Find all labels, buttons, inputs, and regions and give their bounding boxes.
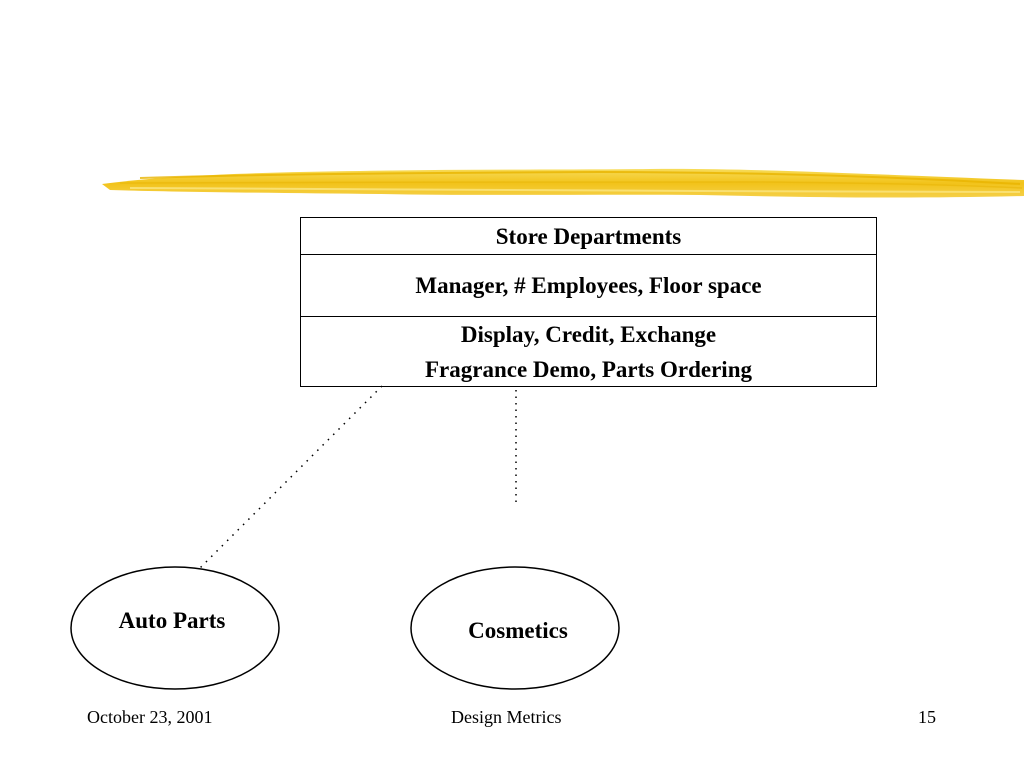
cosmetics-ellipse <box>410 566 620 690</box>
class-attributes-row: Manager, # Employees, Floor space <box>301 254 876 317</box>
cosmetics-label: Cosmetics <box>468 618 568 643</box>
footer-page-number: 15 <box>918 707 936 727</box>
auto-parts-label: Auto Parts <box>118 608 226 633</box>
class-title: Store Departments <box>495 223 682 249</box>
footer-title: Design Metrics <box>451 707 562 727</box>
connector-auto-parts <box>195 385 383 573</box>
class-title-row: Store Departments <box>301 218 876 255</box>
auto-parts-ellipse <box>70 566 280 690</box>
footer-date: October 23, 2001 <box>87 707 213 727</box>
class-operations-line2: Fragrance Demo, Parts Ordering <box>424 356 752 382</box>
class-attributes: Manager, # Employees, Floor space <box>415 272 762 298</box>
class-operations-line1: Display, Credit, Exchange <box>460 321 717 347</box>
class-operations-row: Display, Credit, Exchange Fragrance Demo… <box>301 316 876 387</box>
store-departments-class-box: Store Departments Manager, # Employees, … <box>300 217 877 387</box>
